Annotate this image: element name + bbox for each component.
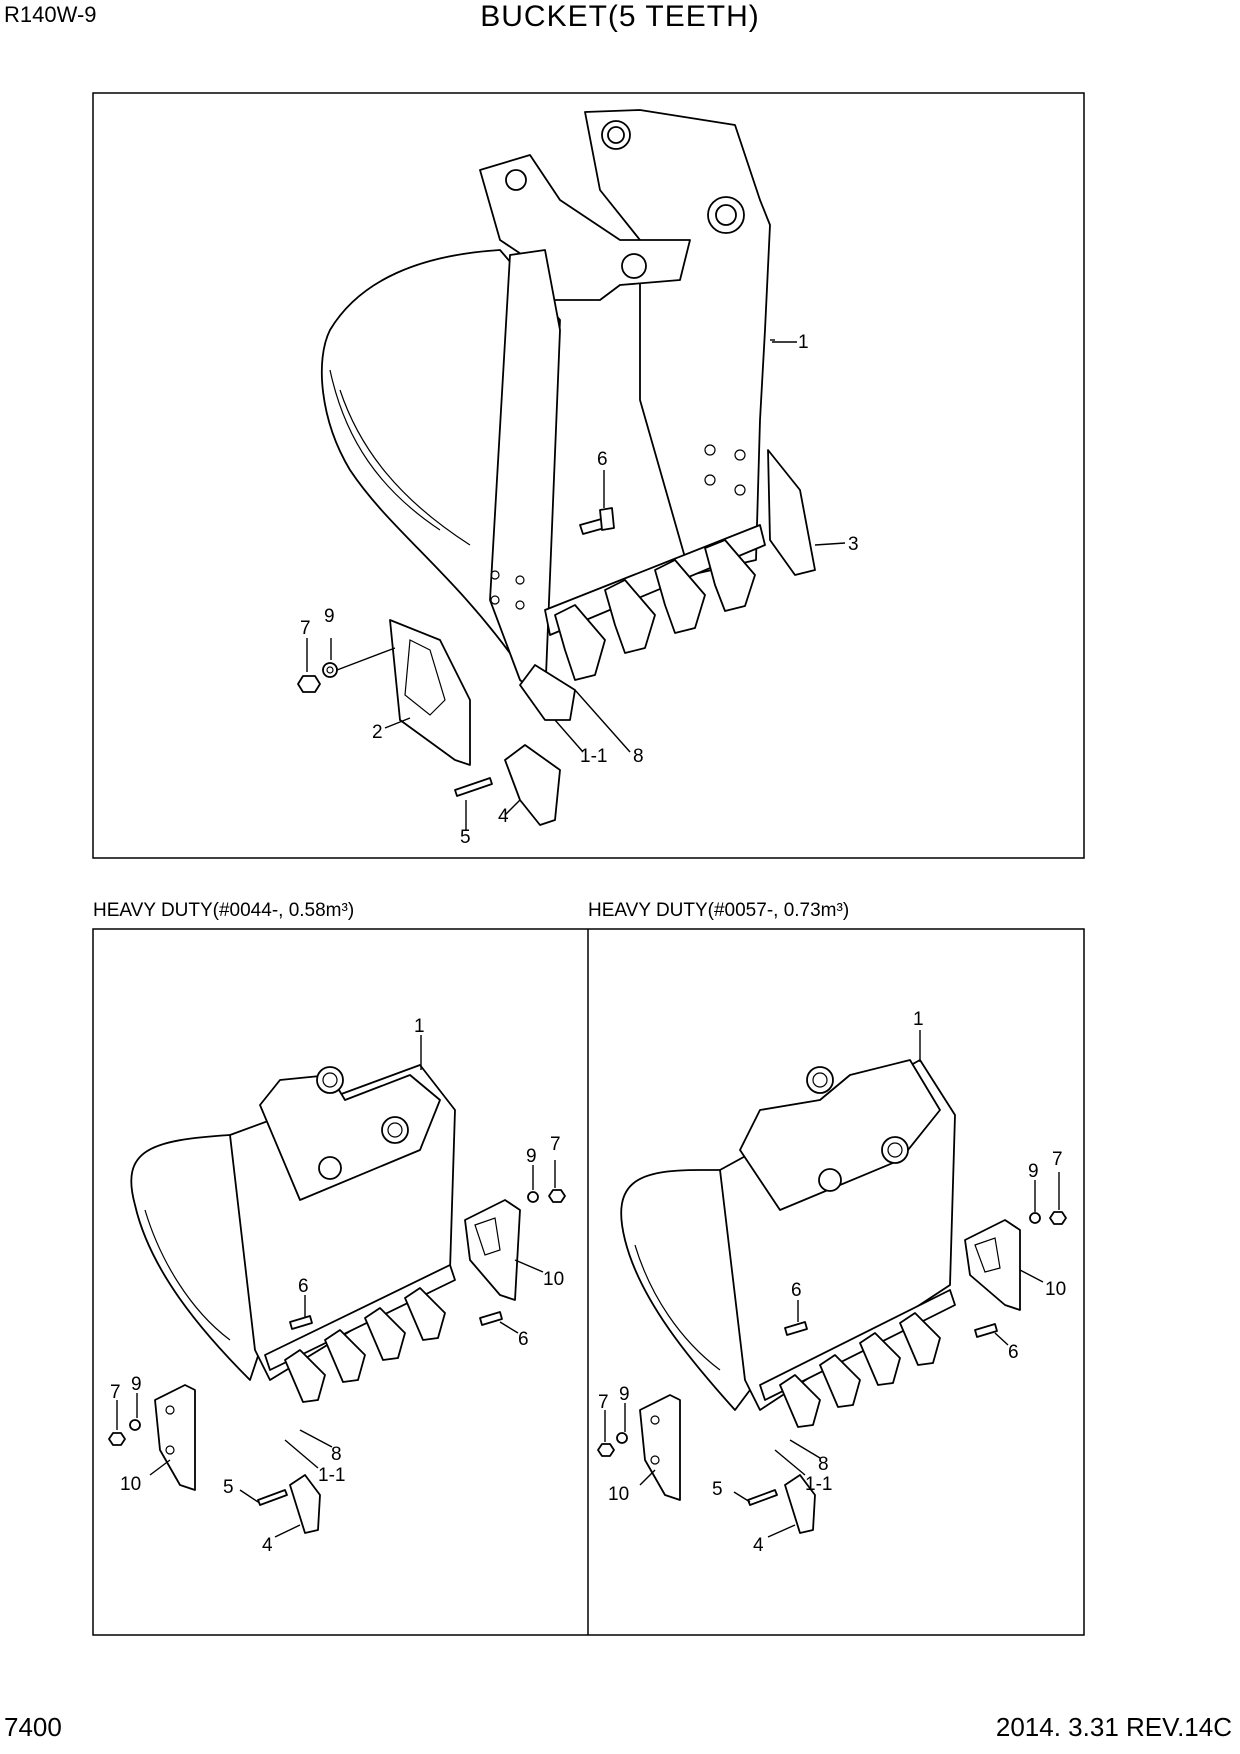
callout-4: 4 [498,806,509,827]
callout-8: 8 [331,1444,342,1465]
callout-7: 7 [598,1392,609,1413]
page-number: 7400 [4,1712,62,1742]
callout-7: 7 [110,1382,121,1403]
callout-2: 2 [372,722,383,743]
callout-5: 5 [223,1477,234,1498]
right-panel-caption: HEAVY DUTY(#0057-, 0.73m³) [588,900,850,921]
callout-10: 10 [120,1474,141,1495]
callout-6: 6 [1008,1342,1019,1363]
callout-7: 7 [300,618,311,639]
callout-1-1: 1-1 [318,1465,345,1486]
top-frame [92,92,1085,859]
callout-8: 8 [818,1454,829,1475]
page-title: BUCKET(5 TEETH) [480,0,760,33]
callout-5: 5 [460,827,471,848]
callout-10: 10 [608,1484,629,1505]
left-panel-caption: HEAVY DUTY(#0044-, 0.58m³) [93,900,355,921]
callout-10: 10 [1045,1279,1066,1300]
callout-6: 6 [597,449,608,470]
revision-date: 2014. 3.31 REV.14C [995,1712,1232,1742]
callout-9: 9 [526,1146,537,1167]
callout-6: 6 [791,1280,802,1301]
callout-1: 1 [798,332,809,353]
callout-1-1: 1-1 [805,1474,832,1495]
callout-10: 10 [543,1269,564,1290]
callout-9: 9 [619,1384,630,1405]
callout-1-1: 1-1 [580,746,607,767]
callout-7: 7 [550,1134,561,1155]
callout-4: 4 [262,1535,273,1556]
callout-5: 5 [712,1479,723,1500]
callout-6: 6 [518,1329,529,1350]
model-number: R140W-9 [4,2,97,27]
right-bucket-drawing: 1 9 7 10 6 6 7 9 10 8 1-1 5 4 [597,1009,1067,1556]
callout-8: 8 [633,746,644,767]
callout-7: 7 [1052,1149,1063,1170]
callout-9: 9 [324,606,335,627]
callout-4: 4 [753,1535,764,1556]
top-bucket-drawing: 1 6 3 7 9 2 1-1 8 5 4 [297,109,859,848]
callout-6: 6 [298,1276,309,1297]
callout-1: 1 [414,1016,425,1037]
callout-9: 9 [131,1374,142,1395]
left-bucket-drawing: 1 9 7 10 6 6 7 9 10 8 1-1 5 4 [108,1016,566,1556]
callout-3: 3 [848,534,859,555]
callout-9: 9 [1028,1161,1039,1182]
callout-1: 1 [913,1009,924,1030]
